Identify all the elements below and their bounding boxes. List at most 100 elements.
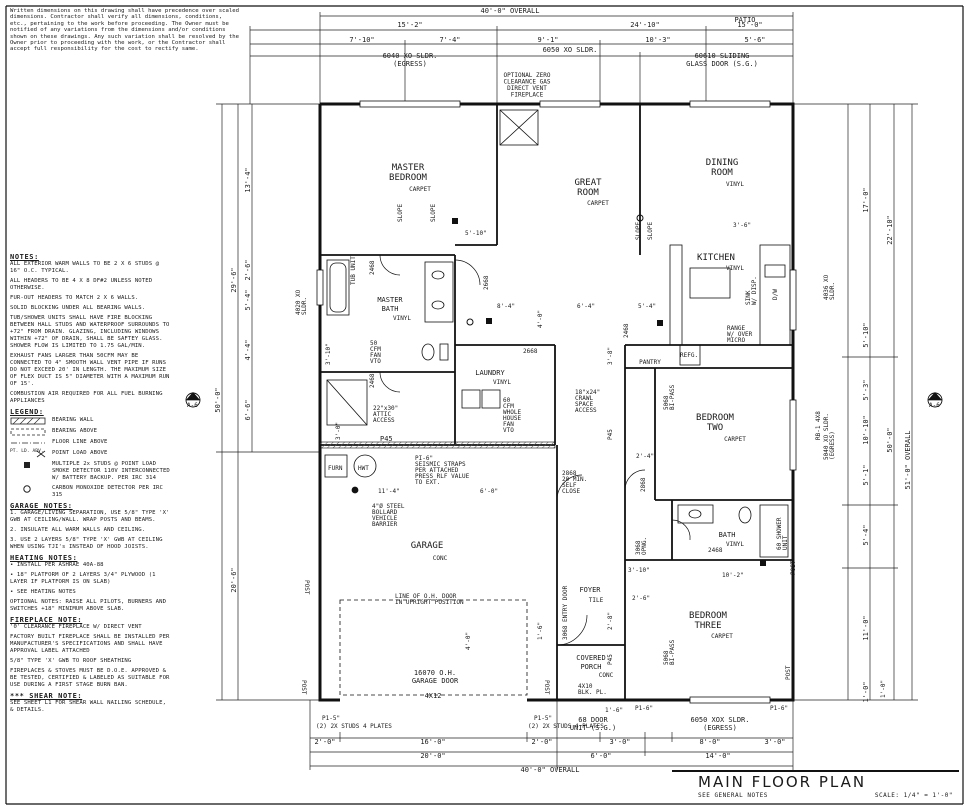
legend-label: MULTIPLE 2x STUDS @ POINT LOAD SMOKE DET… (52, 461, 170, 481)
refrig-label: REFG. (680, 352, 698, 359)
slope-label: SLOPE (635, 222, 642, 240)
shower-callout: 60 SHOWERUNIT (776, 517, 789, 550)
dim-right-seg: 5'-3" (862, 379, 870, 400)
dim-small: 3'-8" (607, 347, 614, 365)
dim-small: 2'-6" (632, 595, 650, 602)
room-garage: GARAGE (411, 541, 444, 551)
dim-left-seg: 5'-4" (244, 289, 252, 310)
dim-bottom-seg: 3'-0" (609, 738, 630, 746)
callout-line-1: 6040 XO SLDR. (383, 52, 438, 60)
p45-label: P45 (607, 654, 614, 665)
window-great-callout: 6050 XO SLDR. (543, 46, 598, 54)
drawing-scale: SCALE: 1/4" = 1'-0" (874, 792, 953, 799)
section-marker-sheet: A-6 (929, 402, 940, 409)
dim-bottom-seg: 2'-0" (531, 738, 552, 746)
post-label: POST (790, 560, 797, 575)
plate-label: P1-6" (770, 705, 788, 712)
dim-right-seg: 10'-10" (862, 415, 870, 445)
note-item: ALL EXTERIOR WARM WALLS TO BE 2 X 6 STUD… (10, 261, 160, 274)
finish-bedroom-three: CARPET (711, 633, 733, 640)
slope-label: SLOPE (430, 204, 437, 222)
note-item: EXHAUST FANS LARGER THAN 50CFM MAY BE CO… (10, 353, 170, 387)
right-dimensions (793, 103, 918, 701)
dim-small: 4'-0" (465, 632, 472, 650)
smoke-detector-icon (657, 320, 663, 326)
finish-great-room: CARPET (587, 200, 609, 207)
dim-top-right: 24'-10" (630, 21, 660, 29)
dim-right-seg: 5'-10" (862, 322, 870, 347)
garage-notes-heading: GARAGE NOTES: (10, 502, 73, 510)
plate-label: P1-6" (635, 705, 653, 712)
notes-column: NOTES: ALL EXTERIOR WARM WALLS TO BE 2 X… (10, 250, 170, 717)
dim-left-upper: 29'-6" (230, 267, 238, 292)
drawing-subtitle: SEE GENERAL NOTES (698, 792, 768, 799)
dim-right-seg: 50'-0" (886, 427, 894, 452)
dim-mbr-closet: 5'-10" (465, 230, 487, 237)
fixtures (324, 109, 791, 696)
note-item: TUB/SHOWER UNITS SHALL HAVE FIRE BLOCKIN… (10, 315, 170, 349)
dim-small: 3'-10" (628, 567, 650, 574)
dim-right-seg: 1'-0" (862, 681, 870, 702)
shear-note-item: SEE SHEET L1 FOR SHEAR WALL NAILING SCHE… (10, 700, 167, 713)
co-detector-icon (466, 318, 474, 326)
header-note: (2) 2X STUDS 4 PLATES (528, 723, 604, 730)
section-marker-label: A (190, 393, 194, 400)
garage-door-callout: 16070 O.H.GARAGE DOOR (412, 669, 459, 685)
dim-small: 1'-0" (880, 680, 887, 698)
co-detector-icon (10, 485, 46, 493)
heating-note-item: OPTIONAL NOTES: RAISE ALL PILOTS, BURNER… (10, 599, 167, 612)
dim-hall-8-4: 8'-4" (497, 303, 515, 310)
plate-label: P1-5" (534, 715, 552, 722)
smoke-detector-icon (452, 218, 458, 224)
dim-left-seg: 4'-4" (244, 339, 252, 360)
dim-hall-6-4: 6'-4" (577, 303, 595, 310)
callout-line-2: (EGRESS) (393, 60, 427, 68)
door-size: 2468 (369, 373, 376, 388)
finish-dining-room: VINYL (726, 181, 744, 188)
legend-label: CARBON MONOXIDE DETECTOR PER IRC 315 (52, 485, 163, 498)
window-mbath-callout: 4020 XOSLDR. (295, 289, 308, 315)
rb-beam-label: RB-1 4X8 (815, 411, 822, 440)
note-item: SOLID BLOCKING UNDER ALL BEARING WALLS. (10, 305, 146, 311)
section-marker-label: A (932, 393, 936, 400)
dim-gar-6-0: 6'-0" (480, 488, 498, 495)
window-br3-callout: 6050 XOX SLDR.(EGRESS) (690, 716, 749, 732)
dim-top-seg: 5'-6" (744, 36, 765, 44)
dim-br3: 10'-2" (722, 572, 744, 579)
hwt-label: HWT (358, 465, 369, 472)
door-size: 2868 (640, 477, 647, 492)
bearing-wall-symbol (10, 417, 46, 425)
entry-door-callout: 3068 ENTRY DOOR (562, 585, 569, 640)
legend-label: FLOOR LINE ABOVE (52, 439, 108, 445)
dim-bottom-seg2: 20'-0" (420, 752, 445, 760)
heating-notes-heading: HEATING NOTES: (10, 554, 78, 562)
post-label: POST (303, 580, 310, 595)
detectors (452, 214, 766, 566)
left-dimensions (216, 103, 320, 701)
point-load-symbol: PT. LD. ABV. (10, 449, 46, 458)
finish-bedroom-two: CARPET (724, 436, 746, 443)
room-pantry: PANTRY (639, 359, 661, 366)
drawing-title: MAIN FLOOR PLAN (698, 773, 867, 791)
dim-left-seg: 6'-6" (244, 399, 252, 420)
dim-small: 1'-6" (537, 622, 544, 640)
dim-top-seg: 9'-1" (537, 36, 558, 44)
section-marker-right: A A-6 (927, 392, 943, 409)
dim-right-seg: 17'-0" (862, 187, 870, 212)
dim-left-overall: 50'-0" (214, 387, 222, 412)
finish-covered-porch: CONC (599, 672, 614, 679)
callout-line-2: GLASS DOOR (S.G.) (686, 60, 758, 68)
plate-label: P1-5" (322, 715, 340, 722)
window-kitchen-callout: 4036 XOSLDR. (823, 274, 836, 300)
point-load-tag: PT. LD. ABV. (10, 449, 44, 454)
bottom-dimensions (309, 700, 794, 770)
